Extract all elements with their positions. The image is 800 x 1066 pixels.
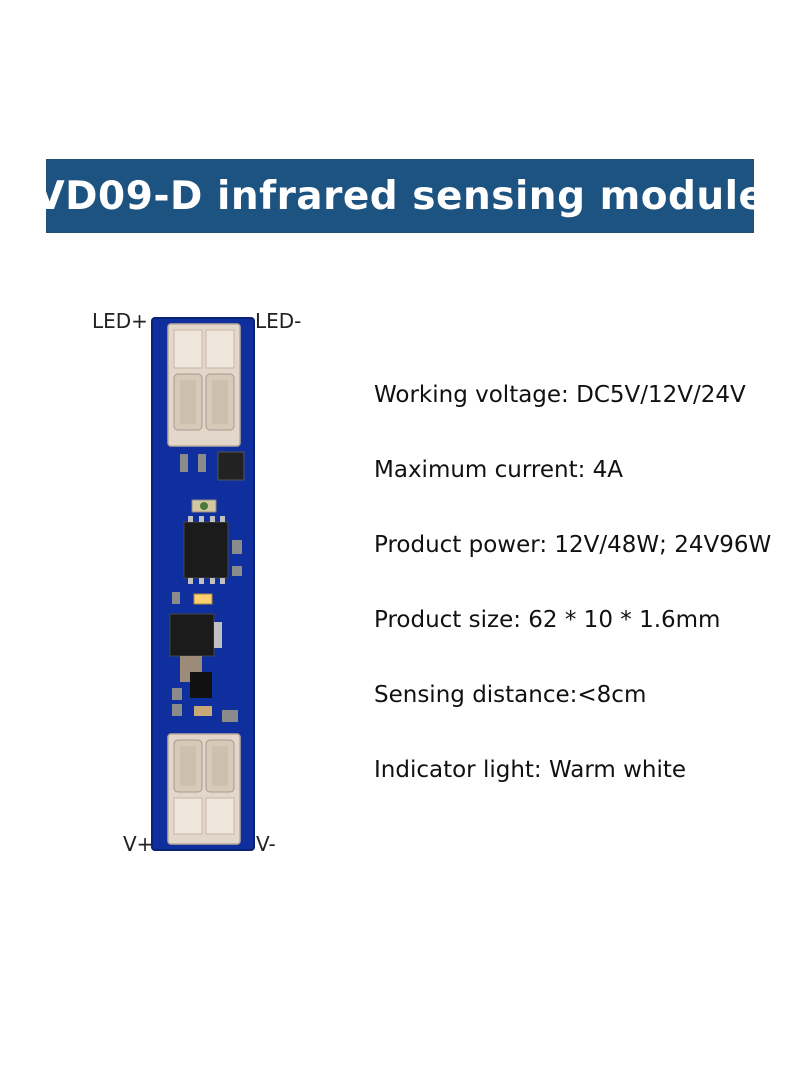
title-banner: VD09-D infrared sensing module: [35, 159, 765, 233]
pin-label-v-plus: V+: [123, 832, 154, 856]
spec-product-size: Product size: 62 * 10 * 1.6mm: [374, 607, 721, 633]
pin-label-led-minus: LED-: [255, 309, 302, 333]
page-title: VD09-D infrared sensing module: [34, 173, 766, 219]
pin-label-v-minus: V-: [256, 832, 276, 856]
bottom-connector: [167, 733, 241, 845]
spec-list: Working voltage: DC5V/12V/24V Maximum cu…: [374, 375, 794, 825]
pin-label-led-plus: LED+: [92, 309, 148, 333]
pcb-module-image: [151, 317, 255, 851]
spec-sensing-distance: Sensing distance:<8cm: [374, 682, 647, 708]
spec-working-voltage: Working voltage: DC5V/12V/24V: [374, 382, 746, 408]
spec-maximum-current: Maximum current: 4A: [374, 457, 624, 483]
spec-indicator-light: Indicator light: Warm white: [374, 757, 687, 783]
top-connector: [167, 323, 241, 447]
spec-product-power: Product power: 12V/48W; 24V96W: [374, 532, 772, 558]
